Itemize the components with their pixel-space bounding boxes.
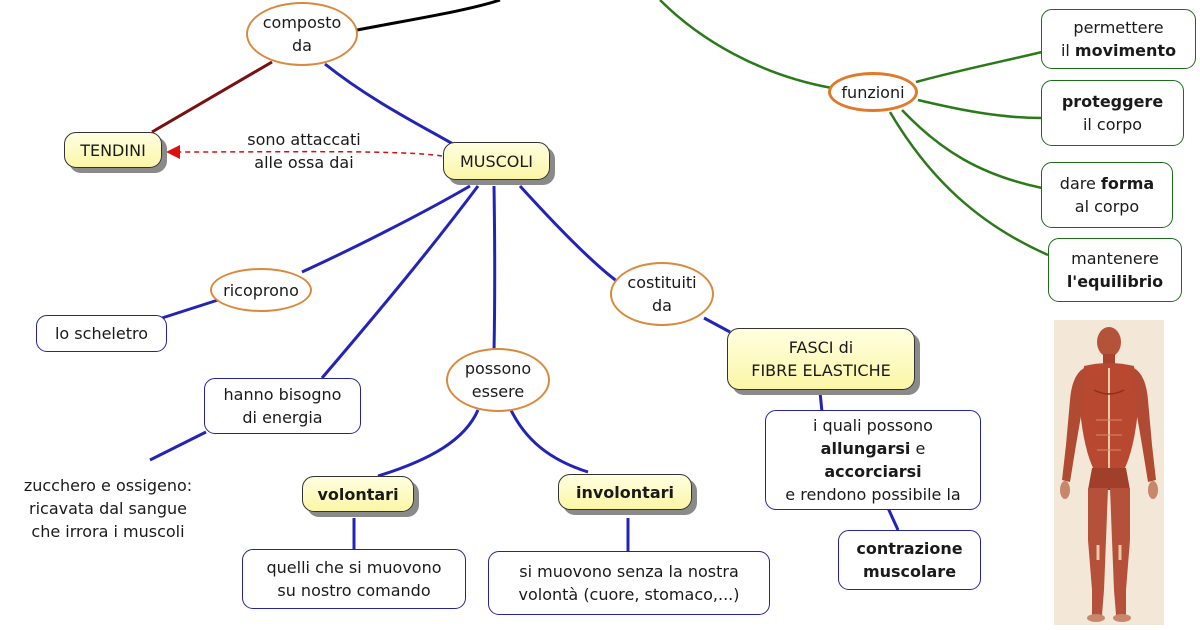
link-label-attaccati-line1: sono attaccati (247, 130, 361, 149)
node-possono-essere-line2: essere (471, 382, 525, 401)
node-funzione-movimento: permettere il movimento (1041, 9, 1196, 69)
node-f3-rest: al corpo (1074, 197, 1140, 216)
node-contrazione-line2: muscolare (862, 562, 957, 581)
node-quali-allungarsi: allungarsi (820, 439, 911, 458)
node-muscoli: MUSCOLI (443, 142, 550, 180)
node-tendini: TENDINI (64, 132, 162, 168)
node-f1-bold: movimento (1074, 41, 1177, 60)
link-label-attaccati-line2: alle ossa dai (254, 153, 354, 172)
anatomy-muscle-figure-icon (1054, 320, 1164, 625)
node-contrazione: contrazione muscolare (838, 530, 981, 590)
node-f3-line1: dare forma (1060, 172, 1154, 195)
node-possono-essere-line1: possono (464, 359, 532, 378)
node-energia-line1: hanno bisogno (223, 385, 342, 404)
node-composto-da: composto da (246, 2, 358, 66)
node-costituiti-da-line1: costituiti (627, 273, 697, 292)
node-energia: hanno bisogno di energia (204, 378, 361, 434)
node-zucchero-line1: zucchero e ossigeno: (23, 476, 193, 495)
node-quali-e: e (910, 439, 926, 458)
link-label-attaccati: sono attaccati alle ossa dai (236, 128, 372, 174)
node-involontari-desc-line2: volontà (cuore, stomaco,...) (518, 585, 740, 604)
node-quali-possono: i quali possono allungarsi e accorciarsi… (765, 410, 981, 510)
node-funzioni-label: funzioni (841, 82, 905, 102)
node-volontari-desc-line2: su nostro comando (277, 581, 431, 600)
node-energia-line2: di energia (242, 408, 323, 427)
node-composto-da-line2: da (292, 36, 312, 55)
node-involontari-desc-line1: si muovono senza la nostra (519, 562, 739, 581)
node-zucchero-line3: che irrora i muscoli (31, 522, 185, 541)
node-involontari-desc: si muovono senza la nostra volontà (cuor… (488, 551, 770, 615)
node-quali-line1: i quali possono (813, 416, 933, 435)
node-quali-line4: e rendono possibile la (785, 485, 961, 504)
node-muscoli-label: MUSCOLI (459, 151, 534, 171)
node-contrazione-line1: contrazione (856, 539, 963, 558)
node-scheletro-label: lo scheletro (54, 324, 148, 343)
anatomy-figure-drawing (1060, 327, 1158, 622)
node-possono-essere: possono essere (446, 348, 550, 412)
node-f1-line2: il movimento (1061, 39, 1176, 62)
node-funzione-equilibrio: mantenere l'equilibrio (1048, 238, 1182, 302)
node-costituiti-da: costituiti da (610, 262, 714, 326)
node-fasci-fibre: FASCI di FIBRE ELASTICHE (727, 328, 915, 390)
node-quali-accorciarsi: accorciarsi (824, 462, 922, 481)
node-f4-bold: l'equilibrio (1066, 272, 1164, 291)
node-ricoprono-label: ricoprono (223, 280, 299, 300)
node-quali-line3: accorciarsi (824, 460, 921, 483)
node-f3-bold: forma (1100, 174, 1155, 193)
node-funzione-forma: dare forma al corpo (1041, 162, 1173, 228)
node-f3-pre: dare (1059, 174, 1101, 193)
node-volontari-desc-line1: quelli che si muovono (266, 558, 442, 577)
node-involontari-label: involontari (576, 482, 674, 502)
node-fasci-line1: FASCI di (788, 338, 854, 357)
node-ricoprono: ricoprono (210, 268, 312, 312)
node-costituiti-da-line2: da (652, 296, 672, 315)
node-f1-il: il (1060, 41, 1075, 60)
node-composto-da-line1: composto (262, 13, 342, 32)
node-f2-bold: proteggere (1061, 92, 1164, 111)
node-f4-pre: mantenere (1071, 249, 1159, 268)
node-fasci-line2: FIBRE ELASTICHE (751, 361, 891, 380)
node-scheletro: lo scheletro (36, 315, 167, 352)
node-zucchero: zucchero e ossigeno: ricavata dal sangue… (8, 474, 208, 543)
node-involontari: involontari (558, 474, 692, 510)
node-f1-line1: permettere (1073, 18, 1164, 37)
node-volontari: volontari (302, 476, 414, 512)
node-zucchero-line2: ricavata dal sangue (29, 499, 187, 518)
node-funzioni: funzioni (828, 72, 918, 112)
node-funzione-proteggere: proteggere il corpo (1041, 80, 1184, 146)
node-tendini-label: TENDINI (80, 140, 146, 160)
node-f2-rest: il corpo (1082, 115, 1143, 134)
node-volontari-desc: quelli che si muovono su nostro comando (242, 549, 466, 609)
node-volontari-label: volontari (317, 484, 399, 504)
node-quali-line2: allungarsi e (821, 437, 926, 460)
